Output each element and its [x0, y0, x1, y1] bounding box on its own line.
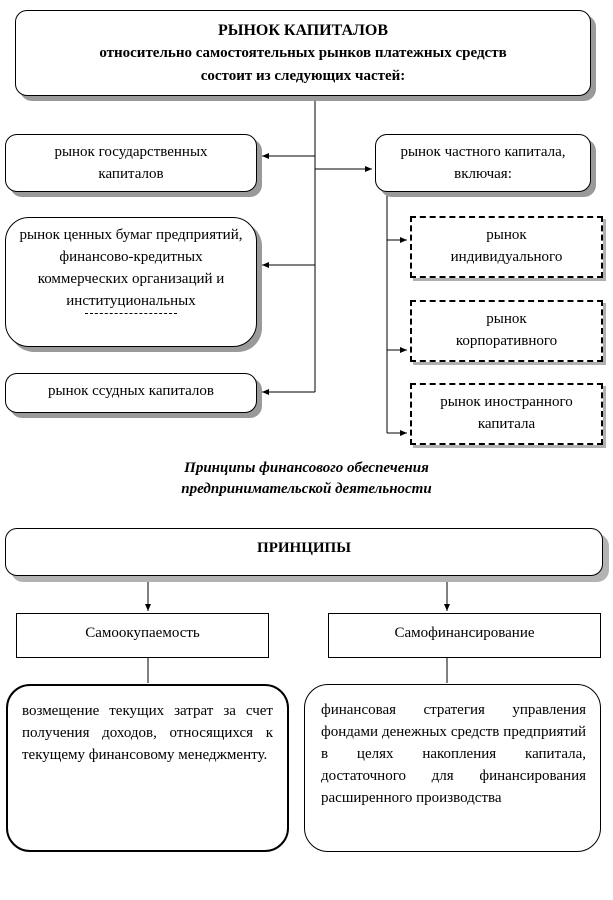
capital-market-header: РЫНОК КАПИТАЛОВ относительно самостоятел…	[15, 10, 591, 96]
self-payback-description: возмещение текущих затрат за счет получе…	[22, 703, 273, 763]
capital-market-subtitle-2: состоит из следующих частей:	[200, 68, 406, 84]
securities-market-label: рынок ценных бумаг предприятий, финансов…	[19, 227, 243, 309]
foreign-market-box: рынок иностранного капитала	[410, 383, 603, 445]
capital-market-subtitle: относительно самостоятельных рынков плат…	[99, 45, 507, 61]
corporate-market-label: рынок корпоративного	[455, 311, 558, 349]
securities-market-box: рынок ценных бумаг предприятий, финансов…	[5, 217, 257, 347]
loan-capital-market-label: рынок ссудных капиталов	[48, 383, 214, 399]
self-financing-description-box: финансовая стратегия управления фондами …	[304, 684, 601, 852]
private-capital-market-label: рынок частного капитала, включая:	[400, 144, 566, 182]
self-payback-description-box: возмещение текущих затрат за счет получе…	[6, 684, 289, 852]
self-payback-label: Самоокупаемость	[85, 625, 200, 641]
self-financing-box: Самофинансирование	[328, 613, 601, 658]
foreign-market-label: рынок иностранного капитала	[440, 394, 573, 432]
self-payback-box: Самоокупаемость	[16, 613, 269, 658]
government-capital-market-label: рынок государственных капиталов	[54, 144, 208, 182]
caption-line-2: предпринимательской деятельности	[181, 481, 432, 497]
government-capital-market-box: рынок государственных капиталов	[5, 134, 257, 192]
private-capital-market-box: рынок частного капитала, включая:	[375, 134, 591, 192]
principles-title: ПРИНЦИПЫ	[257, 540, 351, 556]
self-financing-label: Самофинансирование	[394, 625, 535, 641]
principles-header: ПРИНЦИПЫ	[5, 528, 603, 576]
capital-market-title: РЫНОК КАПИТАЛОВ	[217, 22, 389, 39]
principles-caption: Принципы финансового обеспечения предпри…	[0, 458, 613, 500]
securities-underline	[85, 313, 177, 314]
individual-market-box: рынок индивидуального	[410, 216, 603, 278]
loan-capital-market-box: рынок ссудных капиталов	[5, 373, 257, 413]
corporate-market-box: рынок корпоративного	[410, 300, 603, 362]
self-financing-description: финансовая стратегия управления фондами …	[321, 702, 586, 806]
individual-market-label: рынок индивидуального	[450, 227, 563, 265]
caption-line-1: Принципы финансового обеспечения	[184, 460, 429, 476]
